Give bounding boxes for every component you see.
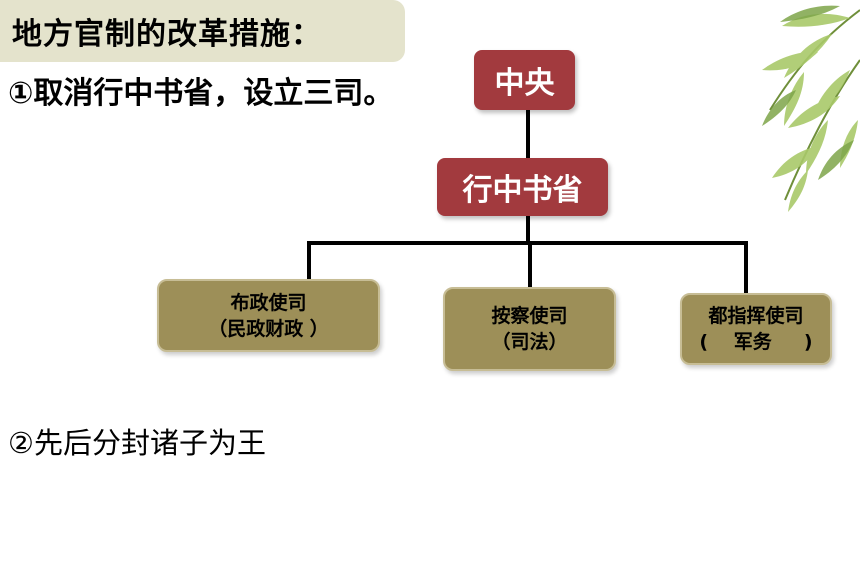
node-branch-judicial: 按察使司 （司法）	[443, 287, 616, 371]
node-branch-civil: 布政使司 （民政财政 ）	[157, 279, 380, 352]
title-banner: 地方官制的改革措施：	[0, 0, 405, 62]
point-one: ①取消行中书省，设立三司。	[8, 76, 394, 111]
node-branch-judicial-note: （司法）	[491, 331, 568, 353]
node-branch-civil-note: （民政财政 ）	[208, 317, 329, 340]
point-two: ②先后分封诸子为王	[8, 426, 266, 460]
node-branch-military: 都指挥使司 ( 军务 )	[680, 293, 832, 365]
node-central-label: 中央	[494, 66, 555, 101]
node-province-secretariat-label: 行中书省	[462, 173, 583, 208]
node-province-secretariat: 行中书省	[437, 158, 608, 216]
bamboo-leaves-image	[762, 5, 860, 212]
node-branch-judicial-name: 按察使司	[491, 305, 568, 327]
node-branch-military-name: 都指挥使司	[708, 305, 804, 327]
node-branch-military-note: ( 军务 )	[699, 331, 813, 353]
page-title: 地方官制的改革措施：	[12, 17, 322, 52]
node-branch-civil-name: 布政使司	[230, 291, 307, 314]
node-central: 中央	[474, 50, 575, 110]
